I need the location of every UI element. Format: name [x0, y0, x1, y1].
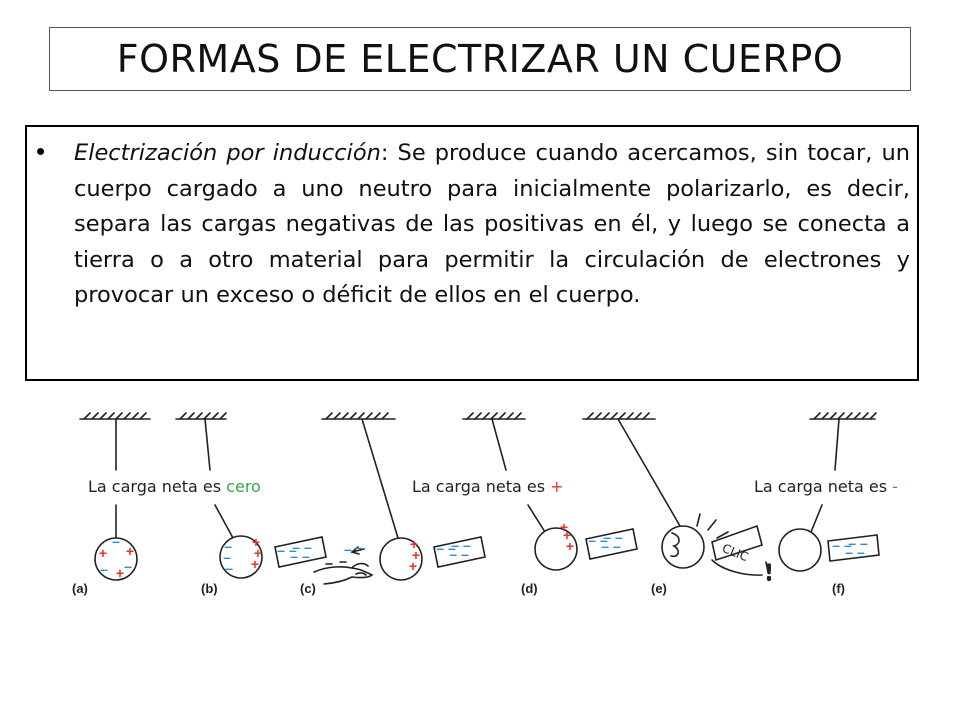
svg-text:– –: – –	[601, 538, 621, 554]
svg-text:–: –	[124, 558, 132, 574]
svg-text:+: +	[252, 534, 260, 550]
svg-text:– –: – –	[277, 542, 297, 558]
svg-text:–: –	[223, 549, 231, 565]
svg-text:– –: – –	[848, 535, 868, 551]
svg-text:+: +	[251, 556, 259, 572]
induction-diagram: +++ +++ +++ +++ ––– ––– – –– –– – – –– –…	[72, 412, 898, 596]
svg-text:– –: – –	[292, 539, 312, 555]
positive-charges: +++ +++ +++ +++	[99, 519, 574, 581]
clic-exclamation: !	[764, 561, 774, 586]
label-a: La carga neta es cero	[88, 477, 261, 496]
definition-box	[25, 125, 919, 381]
svg-text:– –: – –	[451, 537, 471, 553]
svg-text:– –: – –	[832, 537, 852, 553]
label-d: La carga neta es +	[412, 477, 564, 496]
svg-text:+: +	[560, 519, 568, 535]
pendulum-d	[462, 412, 638, 571]
svg-text:– –: – –	[290, 548, 310, 564]
panel-letters: (a) (b) (c) (d) (e) (f)	[72, 581, 845, 596]
title-box: FORMAS DE ELECTRIZAR UN CUERPO	[49, 27, 911, 91]
page-title: FORMAS DE ELECTRIZAR UN CUERPO	[116, 37, 844, 81]
svg-text:–: –	[224, 538, 232, 554]
svg-text:–: –	[354, 539, 362, 555]
panel-b: (b)	[201, 581, 218, 596]
panel-a: (a)	[72, 581, 88, 596]
definition-term: Electrización por inducción	[74, 140, 381, 166]
panel-c: (c)	[300, 581, 316, 596]
pendulum-a	[79, 412, 151, 581]
negative-charges: ––– ––– – –– –– – – –– –– – – –– –– – ––…	[100, 529, 868, 577]
svg-text:–: –	[344, 541, 352, 557]
svg-text:+: +	[563, 527, 571, 543]
definition-colon: :	[380, 140, 389, 166]
svg-text:+: +	[116, 565, 124, 581]
svg-text:– –: – –	[603, 529, 623, 545]
svg-text:–: –	[100, 561, 108, 577]
svg-text:– –: – –	[449, 546, 469, 562]
svg-text:+: +	[409, 558, 417, 574]
induction-figure: +++ +++ +++ +++ ––– ––– – –– –– – – –– –…	[60, 400, 900, 600]
svg-text:– –: – –	[588, 532, 608, 548]
svg-text:+: +	[410, 536, 418, 552]
panel-d: (d)	[521, 581, 538, 596]
svg-text:+: +	[412, 547, 420, 563]
definition-body: Se produce cuando acercamos, sin tocar, …	[74, 140, 910, 308]
bullet-dot: •	[36, 136, 46, 166]
svg-text:– –: – –	[436, 540, 456, 556]
svg-text:+: +	[126, 543, 134, 559]
charges: +++ +++ +++ +++ ––– ––– – –– –– – – –– –…	[99, 519, 868, 581]
label-f: La carga neta es -	[754, 477, 898, 496]
svg-text:+: +	[254, 545, 262, 561]
svg-text:–: –	[112, 533, 120, 549]
net-charge-labels: La carga neta es cero La carga neta es +…	[88, 477, 898, 496]
svg-text:– –: – –	[845, 544, 865, 560]
definition-paragraph: Electrización por inducción: Se produce …	[74, 136, 910, 314]
panel-e: (e)	[651, 581, 667, 596]
panel-f: (f)	[832, 581, 845, 596]
svg-text:+: +	[566, 538, 574, 554]
svg-text:+: +	[99, 545, 107, 561]
pendulum-f	[778, 412, 880, 572]
pendulum-c	[313, 412, 486, 585]
svg-text:–: –	[225, 560, 233, 576]
pendulum-b	[175, 412, 327, 579]
pendulum-e	[582, 412, 772, 582]
